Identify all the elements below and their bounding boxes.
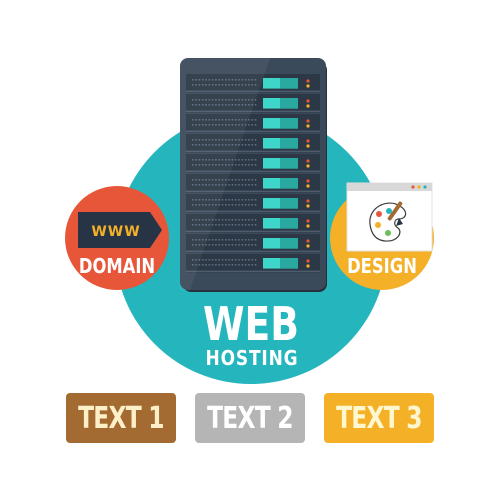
server-rack xyxy=(180,58,327,292)
browser-dot-icon xyxy=(417,185,421,189)
server-unit xyxy=(186,234,320,253)
server-unit xyxy=(186,114,320,133)
design-label: DESIGN xyxy=(347,256,417,279)
server-unit xyxy=(186,174,320,193)
browser-titlebar xyxy=(347,183,432,191)
server-unit xyxy=(186,74,320,93)
server-unit xyxy=(186,194,320,213)
www-tag-shape xyxy=(78,212,162,248)
server-units xyxy=(186,74,320,273)
domain-badge[interactable]: WWW DOMAIN xyxy=(65,186,169,290)
text-2-button[interactable]: TEXT 2 xyxy=(195,393,305,443)
server-unit xyxy=(186,154,320,173)
browser-dot-icon xyxy=(423,185,427,189)
browser-dot-icon xyxy=(411,185,415,189)
server-unit xyxy=(186,134,320,153)
text-1-button[interactable]: TEXT 1 xyxy=(66,393,176,443)
domain-label: DOMAIN xyxy=(79,256,155,279)
server-unit xyxy=(186,94,320,113)
text-3-label: TEXT 3 xyxy=(336,400,422,436)
web-title: WEB xyxy=(203,297,299,351)
hosting-title: HOSTING xyxy=(206,348,299,371)
server-glare xyxy=(180,58,270,290)
server-unit xyxy=(186,254,320,273)
palette-icon xyxy=(369,201,407,242)
text-1-label: TEXT 1 xyxy=(78,400,164,436)
server-unit xyxy=(186,214,320,233)
design-badge[interactable]: DESIGN xyxy=(330,182,434,290)
text-2-label: TEXT 2 xyxy=(207,400,293,436)
www-tag-text: WWW xyxy=(91,224,140,240)
text-3-button[interactable]: TEXT 3 xyxy=(324,393,434,443)
